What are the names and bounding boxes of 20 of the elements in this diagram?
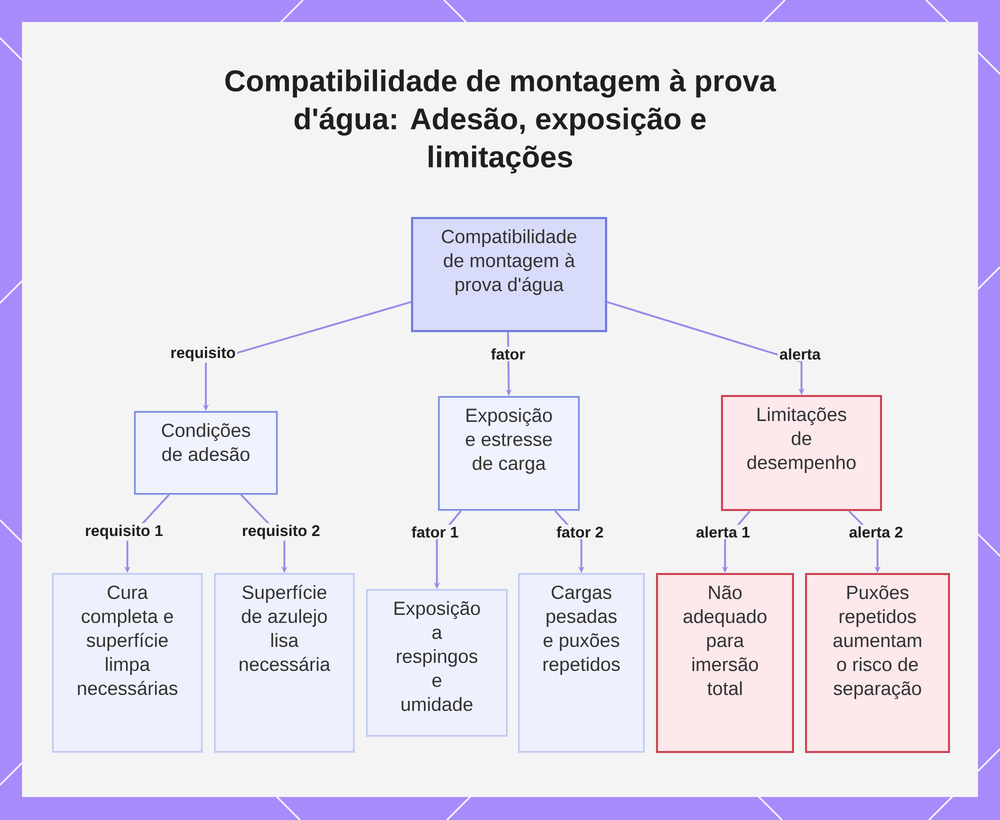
concept-box: Cura completa e superfície limpa necessárias: [52, 573, 203, 753]
edge-label: requisito 1: [83, 523, 165, 541]
edge-label: alerta 2: [847, 524, 905, 540]
edge-label: requisito: [168, 345, 238, 363]
edge-label: requisito 2: [240, 523, 322, 541]
title: Compatibilidade de montagem à prova d'água: Adesão, exposição e limitações: [225, 69, 776, 174]
concept-box: Condições de adesão: [134, 411, 278, 495]
concept-box: Exposição a respingos e umidade: [366, 589, 508, 737]
edge-label: fator 2: [554, 524, 606, 540]
edge-label: alerta 1: [694, 524, 752, 540]
concept-box: Puxões repetidos aumentam o risco de separação: [805, 573, 950, 753]
concept-box: Superfície de azulejo lisa necessária: [214, 573, 355, 753]
concept-box: Exposição e estresse de carga: [438, 396, 580, 511]
edge-label: fator 1: [410, 524, 460, 540]
concept-box: Cargas pesadas e puxões repetidos: [518, 573, 645, 753]
concept-box: Não adequado para imersão total: [656, 573, 794, 753]
edge-label: fator: [489, 346, 527, 362]
concept-box: Limitações de desempenho: [721, 395, 882, 511]
edge-label: alerta: [778, 346, 822, 362]
concept-box: Compatibilidade de montagem à prova d'água: [411, 217, 608, 332]
